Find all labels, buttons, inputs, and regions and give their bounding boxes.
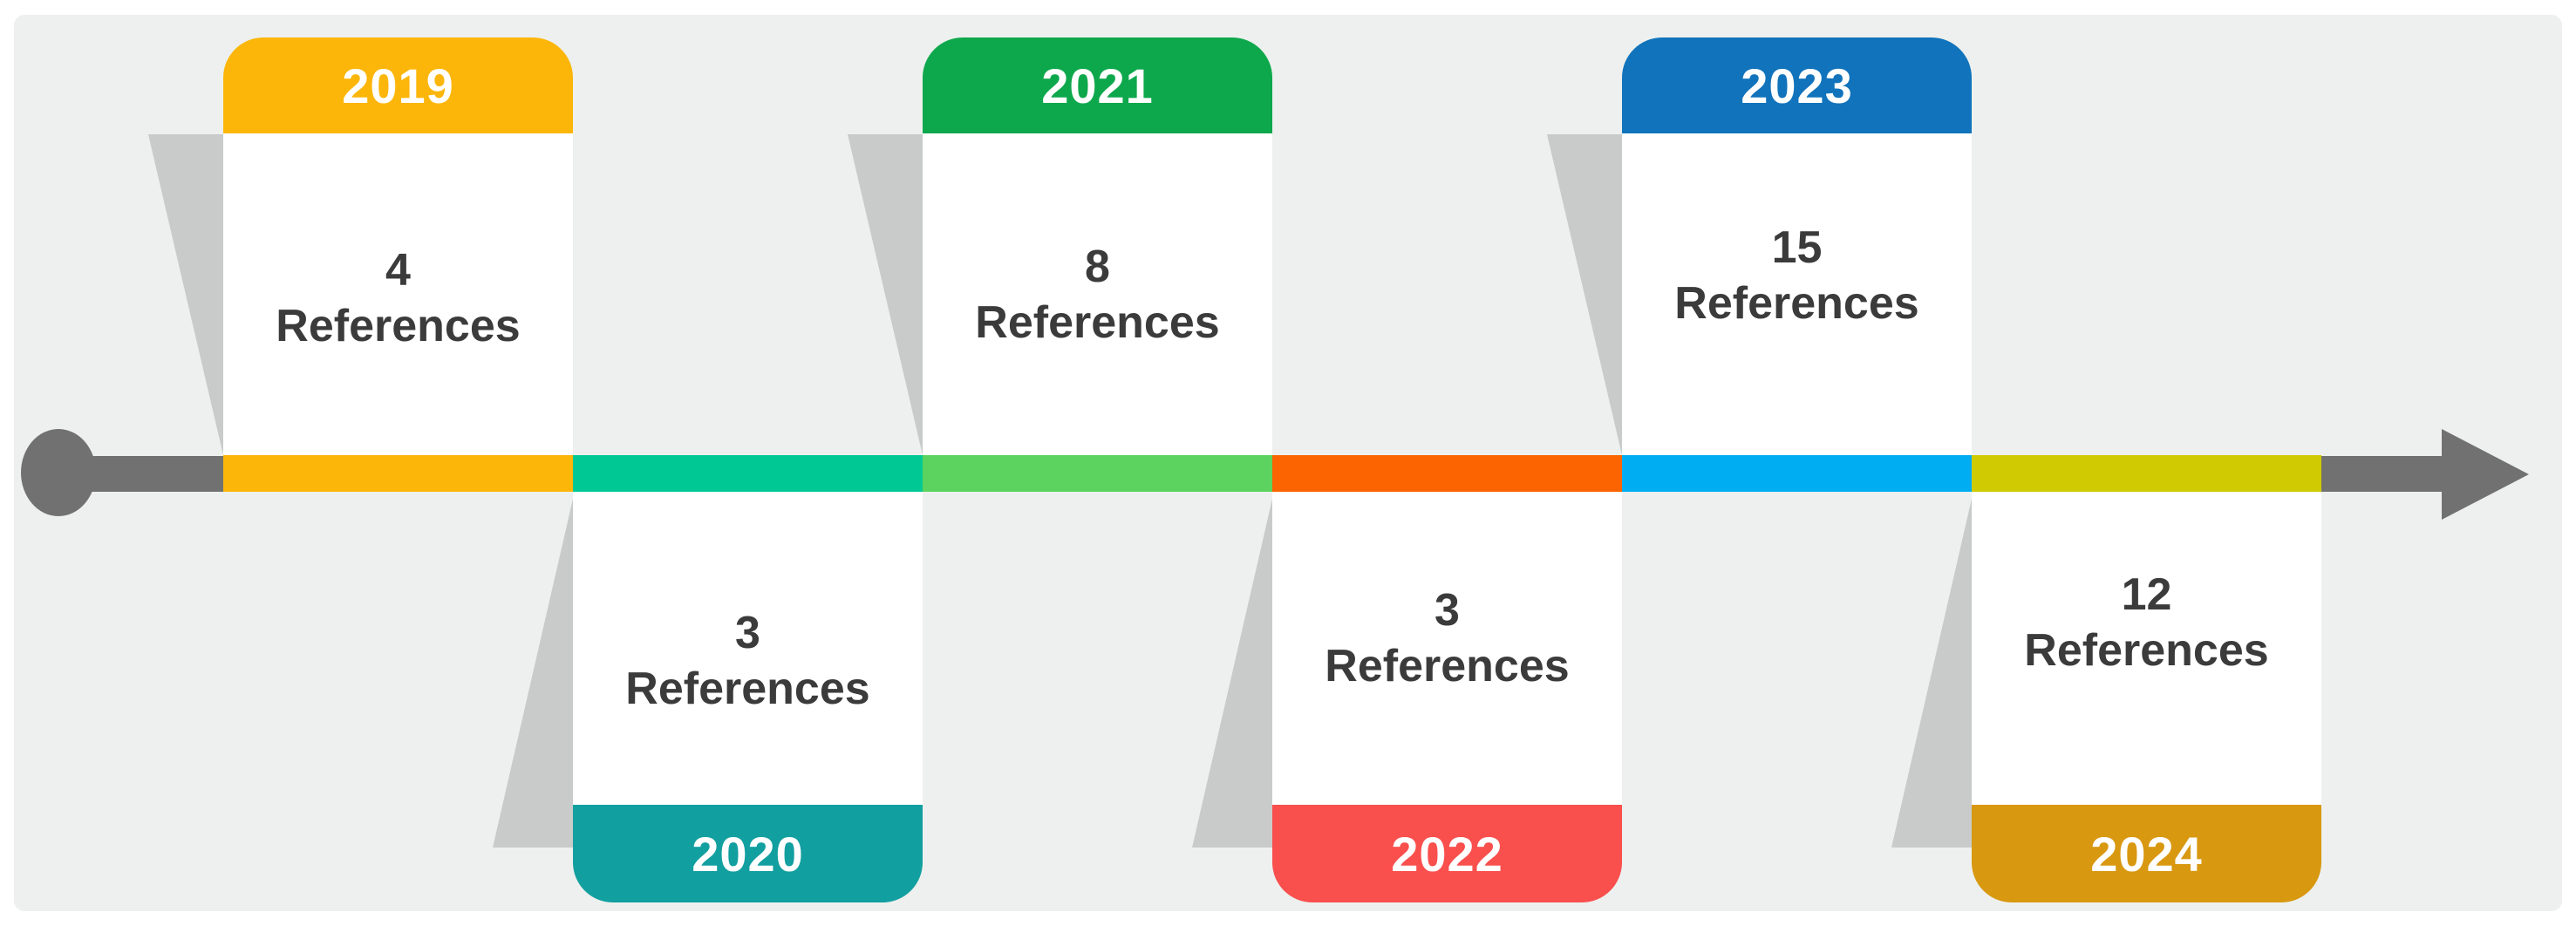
year-card-2020: 3 References 2020: [573, 492, 923, 902]
timeline-segment-2020: [573, 455, 923, 492]
reference-count-2023: 15 References: [1674, 220, 1918, 331]
card-body-2022: 3 References: [1272, 492, 1622, 805]
count-label: References: [625, 663, 870, 714]
year-badge-2023: 2023: [1622, 37, 1972, 133]
reference-count-2019: 4 References: [276, 242, 520, 354]
card-body-2021: 8 References: [923, 133, 1272, 455]
card-body-2019: 4 References: [223, 133, 573, 455]
year-card-2022: 3 References 2022: [1272, 492, 1622, 902]
reference-count-2021: 8 References: [975, 239, 1219, 351]
count-value: 12: [2121, 569, 2172, 620]
count-value: 3: [735, 607, 760, 658]
year-badge-2020: 2020: [573, 805, 923, 902]
year-card-2024: 12 References 2024: [1972, 492, 2321, 902]
year-badge-2024: 2024: [1972, 805, 2321, 902]
count-label: References: [1325, 640, 1570, 691]
count-value: 15: [1771, 221, 1823, 273]
timeline-segment-2022: [1272, 455, 1622, 492]
timeline-segment-2024: [1972, 455, 2321, 492]
count-label: References: [2024, 624, 2269, 676]
year-card-2019: 2019 4 References: [223, 37, 573, 455]
count-value: 3: [1435, 584, 1460, 636]
card-body-2020: 3 References: [573, 492, 923, 805]
card-body-2024: 12 References: [1972, 492, 2321, 805]
timeline-arrow-shaft: [2321, 456, 2445, 492]
year-card-2023: 2023 15 References: [1622, 37, 1972, 455]
count-value: 4: [385, 244, 411, 296]
year-badge-2022: 2022: [1272, 805, 1622, 902]
timeline-segment-2023: [1622, 455, 1972, 492]
year-badge-2019: 2019: [223, 37, 573, 133]
timeline-start-line: [52, 456, 227, 492]
reference-count-2020: 3 References: [625, 605, 869, 717]
count-label: References: [276, 300, 521, 351]
year-card-2021: 2021 8 References: [923, 37, 1272, 455]
count-label: References: [1674, 277, 1919, 329]
reference-count-2022: 3 References: [1325, 582, 1569, 694]
count-value: 8: [1085, 241, 1110, 292]
card-body-2023: 15 References: [1622, 133, 1972, 455]
year-badge-2021: 2021: [923, 37, 1272, 133]
timeline-segment-2021: [923, 455, 1272, 492]
timeline-segment-2019: [223, 455, 573, 492]
reference-count-2024: 12 References: [2024, 567, 2268, 678]
count-label: References: [975, 296, 1220, 348]
